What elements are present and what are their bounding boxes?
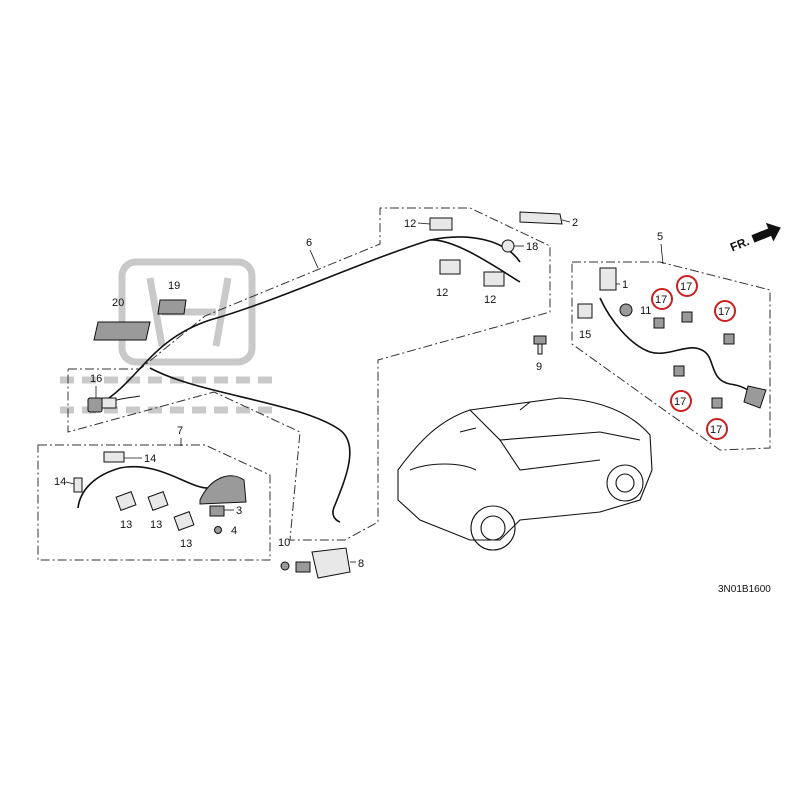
callout-13b: 13	[150, 519, 162, 531]
clip-12-mid	[439, 259, 461, 275]
callout-14b: 14	[54, 476, 66, 488]
callout-11: 11	[640, 305, 651, 317]
clip-17-2	[681, 311, 693, 323]
clip-13-right	[173, 511, 195, 531]
callout-1: 1	[622, 279, 628, 291]
clip-17-5	[711, 397, 723, 409]
callout-19: 19	[168, 280, 180, 292]
callout-17-2: 17	[680, 281, 692, 293]
clamp-18	[501, 239, 515, 253]
pad-20	[93, 321, 151, 341]
end-connector	[743, 385, 767, 409]
cable-clip-14-top	[103, 451, 125, 463]
callout-13c: 13	[180, 538, 192, 550]
gasket-3	[209, 505, 225, 517]
clip-17-4	[673, 365, 685, 377]
front-indicator-label: FR.	[728, 234, 751, 254]
connector-11	[619, 303, 633, 317]
group-outline-7	[37, 444, 271, 561]
callout-12c: 12	[484, 294, 496, 306]
callout-8: 8	[358, 558, 364, 570]
callout-15: 15	[579, 329, 591, 341]
callout-9: 9	[536, 361, 542, 373]
callout-12b: 12	[436, 287, 448, 299]
antenna-module-8	[295, 547, 351, 579]
callout-10: 10	[278, 537, 290, 549]
brand-watermark	[60, 258, 280, 414]
group-outline-6	[67, 207, 551, 541]
callout-4: 4	[231, 525, 237, 537]
bracket-1	[599, 267, 617, 291]
clip-13-mid	[147, 491, 169, 511]
clip-17-3	[723, 333, 735, 345]
diagram-code: 3N01B1600	[718, 584, 771, 595]
callout-18: 18	[526, 241, 538, 253]
group-label-6: 6	[306, 237, 312, 249]
callout-2: 2	[572, 217, 578, 229]
group-label-5: 5	[657, 231, 663, 243]
highlight-ring-17-1	[651, 288, 673, 310]
callout-20: 20	[112, 297, 124, 309]
pad-19	[157, 299, 187, 315]
clip-15	[577, 303, 593, 319]
highlight-ring-17-4	[670, 390, 692, 412]
group-label-7: 7	[177, 425, 183, 437]
group-outline-5	[571, 261, 771, 451]
callout-12a: 12	[404, 218, 416, 230]
callout-17-1: 17	[655, 294, 667, 306]
screw-10	[280, 561, 290, 571]
callout-3: 3	[236, 505, 242, 517]
callout-17-4: 17	[674, 396, 686, 408]
callout-14a: 14	[144, 453, 156, 465]
clip-12-top	[429, 217, 453, 231]
roof-harness	[99, 236, 521, 523]
highlight-ring-17-3	[714, 300, 736, 322]
shark-fin-antenna	[199, 475, 247, 505]
bolt-9	[533, 335, 547, 355]
highlight-ring-17-2	[676, 275, 698, 297]
cable-clip-14-left	[73, 477, 83, 493]
callout-13a: 13	[120, 519, 132, 531]
front-direction-arrow: FR.	[728, 222, 781, 254]
highlight-ring-17-5	[706, 418, 728, 440]
nut-4	[214, 526, 222, 534]
callout-17-3: 17	[718, 306, 730, 318]
tailgate-harness	[599, 297, 759, 401]
vehicle-outline	[397, 397, 653, 551]
bracket-2	[519, 211, 563, 225]
clip-17-1	[653, 317, 665, 329]
callout-16: 16	[90, 373, 102, 385]
clip-12-right	[483, 271, 505, 287]
connector-16	[87, 397, 117, 413]
clip-13-left	[115, 491, 137, 511]
callout-17-5: 17	[710, 424, 722, 436]
